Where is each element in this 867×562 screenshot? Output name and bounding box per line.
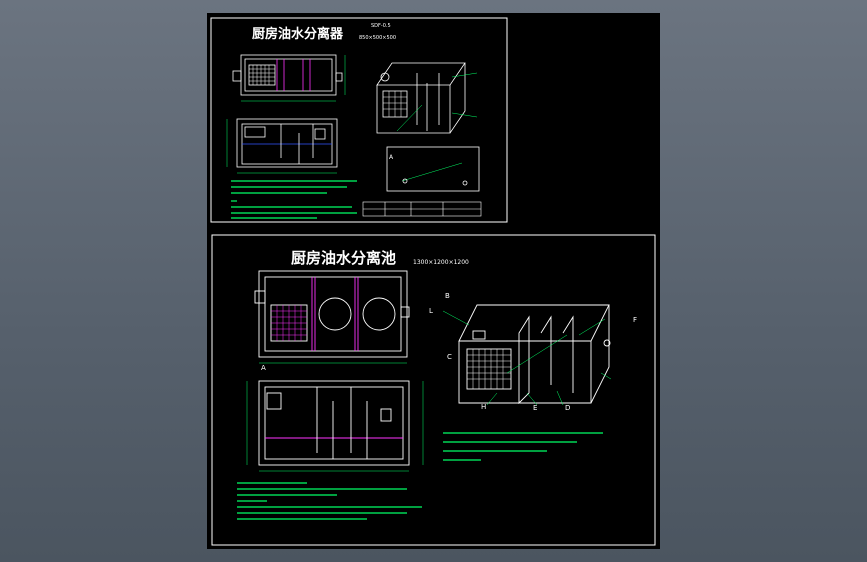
callout-b: B [445,292,450,300]
bottom-title: 厨房油水分离池 [291,249,396,267]
top-drawing: 厨房油水分离器 SDF-0.5 850×500×500 [210,17,508,223]
bottom-leaders [442,310,612,406]
callout-f: F [633,316,637,324]
cad-drawing: 厨房油水分离器 SDF-0.5 850×500×500 [210,17,656,546]
top-model-label: SDF-0.5 [371,23,391,29]
top-elevation-view: A [386,146,480,192]
top-spec-table [362,201,482,217]
top-title: 厨房油水分离器 [252,26,344,42]
bottom-drawing-frame [211,234,656,546]
bottom-callouts: B L C H E D F A [261,292,637,412]
callout-h: H [481,403,486,411]
bottom-right-notes [443,432,603,461]
callout-a: A [261,364,266,372]
drawing-sheet: 厨房油水分离器 SDF-0.5 850×500×500 [207,13,660,549]
top-notes [231,180,357,219]
top-size-label: 850×500×500 [359,35,396,41]
callout-l: L [429,307,433,315]
bottom-section-view [246,380,424,472]
top-plan-view [232,54,346,102]
bottom-drawing: 厨房油水分离池 1300×1200×1200 [211,234,656,546]
bottom-size-label: 1300×1200×1200 [413,259,469,266]
top-label-a: A [389,154,394,161]
callout-d: D [565,404,570,412]
top-section-view [226,118,338,174]
bottom-isometric-view [458,304,611,405]
bottom-plan-view [254,270,410,364]
callout-c: C [447,353,452,361]
top-isometric-view [376,62,478,134]
top-drawing-frame [210,17,508,223]
callout-e: E [533,404,537,412]
bottom-notes [237,482,422,520]
